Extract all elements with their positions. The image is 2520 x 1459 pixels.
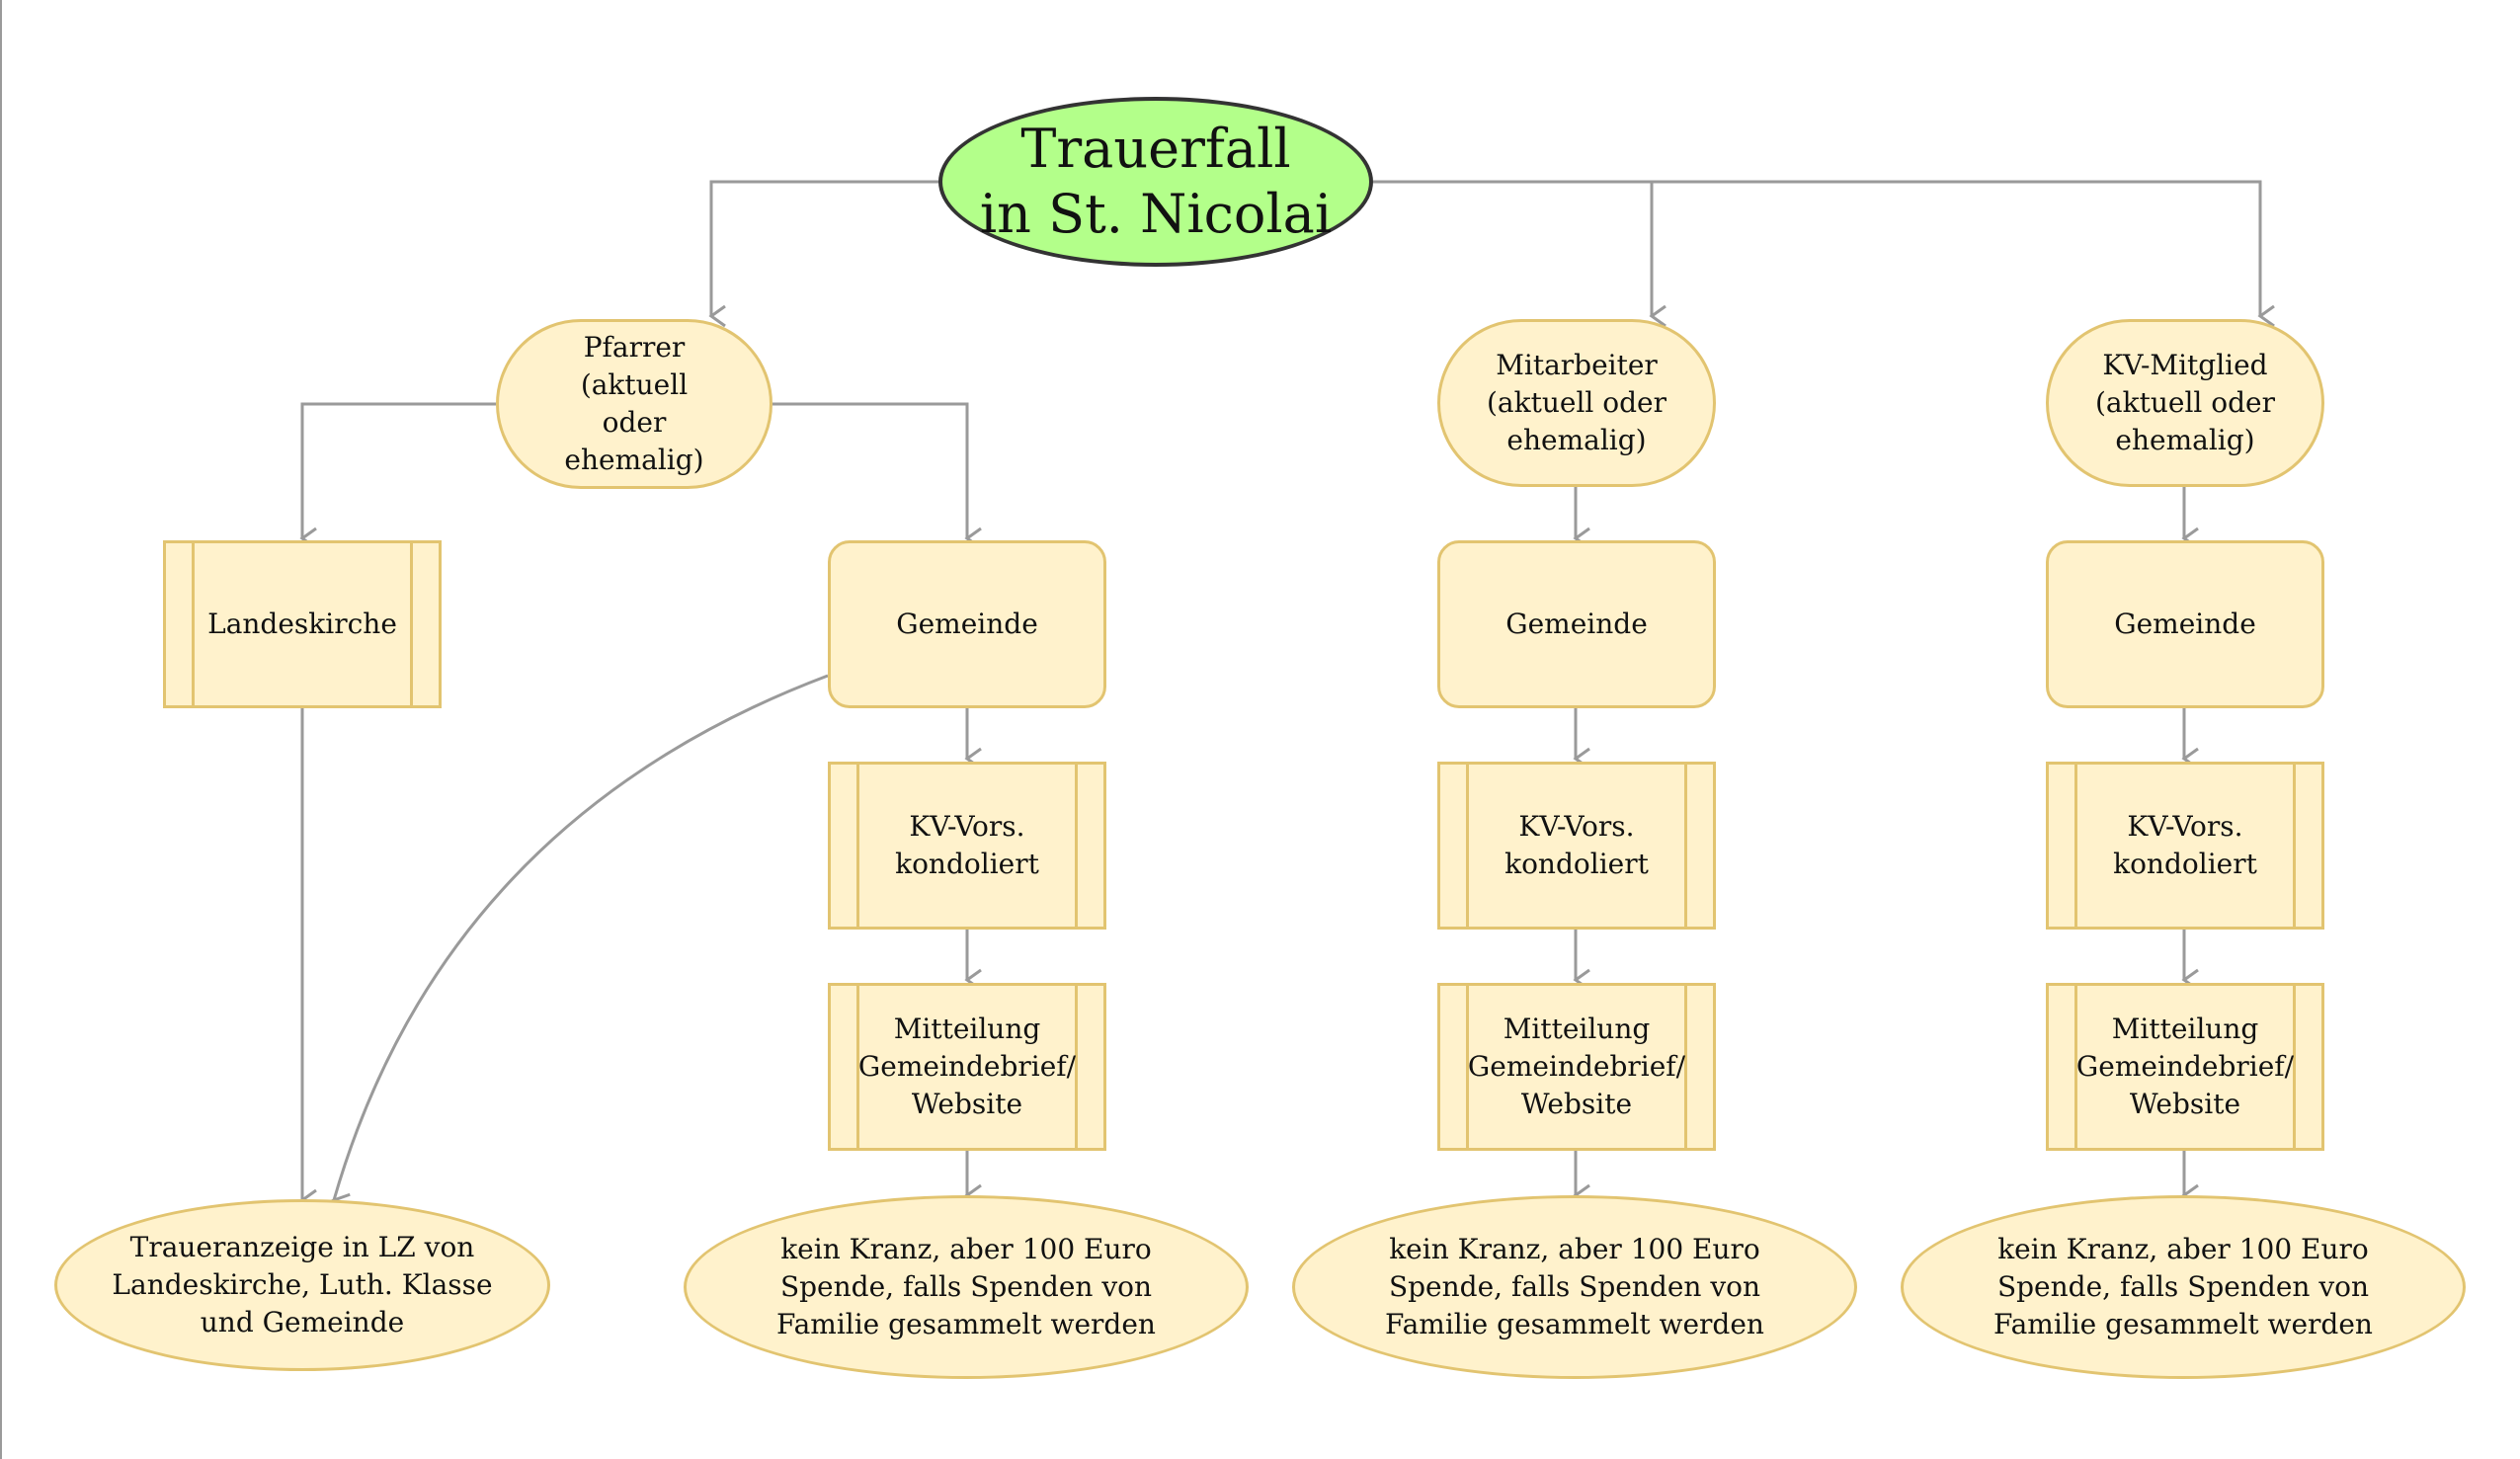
mitarbeiter-kv-vors-node: KV-Vors. kondoliert [1437, 762, 1716, 930]
connector-root-pfarrer [708, 180, 944, 328]
connector-root-mitarbeiter [1373, 180, 1666, 328]
pfarrer-kranz-node: kein Kranz, aber 100 Euro Spende, falls … [684, 1195, 1249, 1379]
pfarrer-mitteilung-node: Mitteilung Gemeindebrief/ Website [828, 983, 1106, 1151]
pfarrer-gemeinde-node: Gemeinde [828, 540, 1106, 708]
landeskirche-node: Landeskirche [163, 540, 442, 708]
kv-mitglied-node: KV-Mitglied (aktuell oder ehemalig) [2046, 319, 2324, 487]
connector-root-kv-mitglied [1652, 180, 2275, 328]
connector-pfarrer-landeskirche [299, 402, 496, 550]
kv-mitglied-gemeinde-node: Gemeinde [2046, 540, 2324, 708]
pfarrer-kv-vors-node: KV-Vors. kondoliert [828, 762, 1106, 930]
page-edge-line [0, 0, 2, 1459]
mitarbeiter-gemeinde-node: Gemeinde [1437, 540, 1716, 708]
connector-pfarrer-gemeinde [772, 402, 982, 550]
root-node: Trauerfall in St. Nicolai [938, 97, 1373, 267]
connector-gemeinde-traueranzeige [331, 674, 829, 1215]
mitarbeiter-node: Mitarbeiter (aktuell oder ehemalig) [1437, 319, 1716, 487]
mitarbeiter-mitteilung-node: Mitteilung Gemeindebrief/ Website [1437, 983, 1716, 1151]
kv-mitglied-mitteilung-node: Mitteilung Gemeindebrief/ Website [2046, 983, 2324, 1151]
traueranzeige-node: Traueranzeige in LZ von Landeskirche, Lu… [54, 1199, 550, 1371]
kv-mitglied-kv-vors-node: KV-Vors. kondoliert [2046, 762, 2324, 930]
pfarrer-node: Pfarrer (aktuell oder ehemalig) [496, 319, 772, 489]
mitarbeiter-kranz-node: kein Kranz, aber 100 Euro Spende, falls … [1292, 1195, 1857, 1379]
kv-mitglied-kranz-node: kein Kranz, aber 100 Euro Spende, falls … [1901, 1195, 2466, 1379]
